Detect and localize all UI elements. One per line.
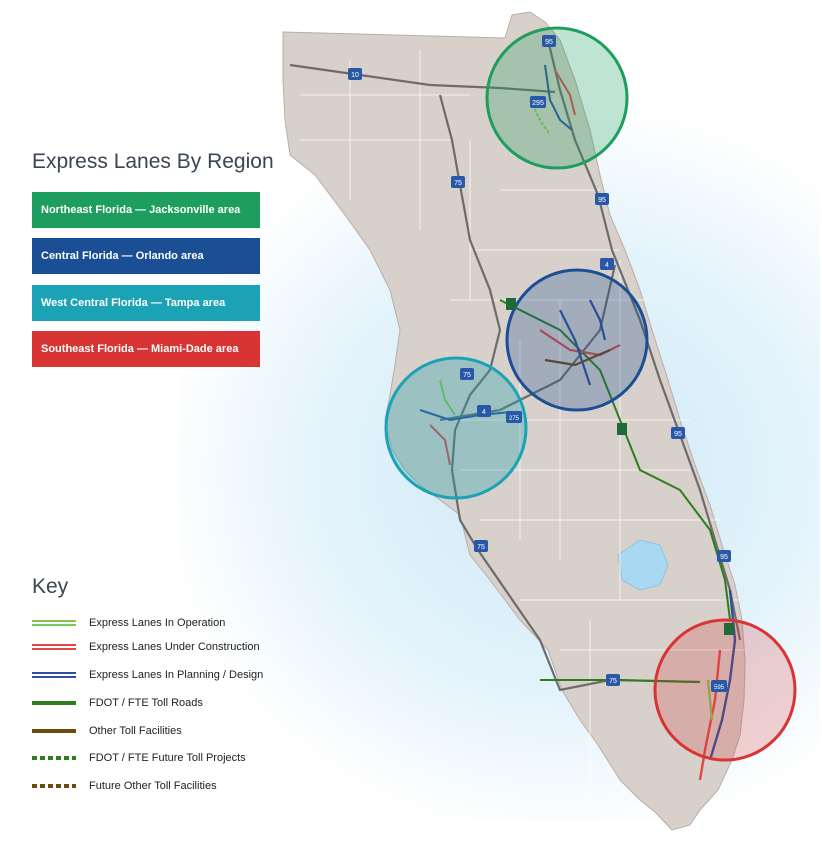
region-circle-orlando[interactable] xyxy=(505,268,649,412)
shield-i4-west: 4 xyxy=(477,405,491,417)
turnpike-marker-south xyxy=(724,623,734,635)
region-button-central[interactable]: Central Florida — Orlando area xyxy=(32,238,260,274)
region-circle-tampa[interactable] xyxy=(384,356,528,500)
key-swatch-construction xyxy=(32,644,76,650)
shield-i295-north: 295 xyxy=(530,96,546,108)
shield-i4-east-label: 4 xyxy=(605,262,609,269)
express-lanes-tampa xyxy=(419,379,511,466)
region-button-northeast-label: Northeast Florida — Jacksonville area xyxy=(41,204,241,216)
key-label-other-future: Future Other Toll Facilities xyxy=(89,780,217,792)
shield-i95-mid-label: 95 xyxy=(598,197,606,204)
shield-i275: 275 xyxy=(506,411,522,423)
shield-i75-south-label: 75 xyxy=(477,544,485,551)
shield-i75-north: 75 xyxy=(451,176,465,188)
shield-i75-central-label: 75 xyxy=(463,372,471,379)
turnpike-marker-north xyxy=(506,298,516,310)
key-swatch-planning xyxy=(32,672,76,678)
key-item-planning: Express Lanes In Planning / Design xyxy=(32,668,263,682)
region-button-west-central-label: West Central Florida — Tampa area xyxy=(41,297,226,309)
key-swatch-other-future xyxy=(32,784,76,788)
shield-i95-south: 95 xyxy=(671,427,685,439)
shield-i595-label: 595 xyxy=(714,685,725,691)
shield-i75-north-label: 75 xyxy=(454,180,462,187)
key-label-fdot-toll: FDOT / FTE Toll Roads xyxy=(89,697,203,709)
shield-i75-central: 75 xyxy=(460,368,474,380)
shield-i275-label: 275 xyxy=(509,416,520,422)
shield-i95-north: 95 xyxy=(542,35,556,47)
key-swatch-fdot-toll xyxy=(32,701,76,705)
region-button-southeast[interactable]: Southeast Florida — Miami-Dade area xyxy=(32,331,260,367)
key-swatch-operation xyxy=(32,620,76,626)
key-item-construction: Express Lanes Under Construction xyxy=(32,640,260,654)
region-button-west-central[interactable]: West Central Florida — Tampa area xyxy=(32,285,260,321)
shield-i4-west-label: 4 xyxy=(482,409,486,416)
shield-i10-label: 10 xyxy=(351,72,359,79)
key-swatch-fdot-future xyxy=(32,756,76,760)
key-label-construction: Express Lanes Under Construction xyxy=(89,641,260,653)
shield-i75-alley: 75 xyxy=(606,674,620,686)
shield-i4-east: 4 xyxy=(600,258,614,270)
shield-i75-south: 75 xyxy=(474,540,488,552)
shield-i595: 595 xyxy=(711,680,727,692)
express-lanes-orlando xyxy=(539,299,621,386)
key-item-fdot-future: FDOT / FTE Future Toll Projects xyxy=(32,751,246,765)
key-label-other-toll: Other Toll Facilities xyxy=(89,725,182,737)
key-item-other-toll: Other Toll Facilities xyxy=(32,724,182,738)
shield-i95-lower: 95 xyxy=(717,550,731,562)
region-button-northeast[interactable]: Northeast Florida — Jacksonville area xyxy=(32,192,260,228)
key-label-planning: Express Lanes In Planning / Design xyxy=(89,669,264,681)
key-item-other-future: Future Other Toll Facilities xyxy=(32,779,217,793)
shield-i95-north-label: 95 xyxy=(545,39,553,46)
key-swatch-other-toll xyxy=(32,729,76,733)
region-button-southeast-label: Southeast Florida — Miami-Dade area xyxy=(41,343,239,355)
region-circle-jacksonville[interactable] xyxy=(485,26,629,170)
lake-okeechobee xyxy=(617,539,669,591)
regions-title: Express Lanes By Region xyxy=(32,150,274,173)
shield-i295-north-label: 295 xyxy=(532,100,544,107)
shield-i75-alley-label: 75 xyxy=(609,678,617,685)
shield-i95-lower-label: 95 xyxy=(720,554,728,561)
key-title: Key xyxy=(32,575,69,598)
turnpike-marker-mid xyxy=(617,423,627,435)
key-item-fdot-toll: FDOT / FTE Toll Roads xyxy=(32,696,203,710)
key-item-operation: Express Lanes In Operation xyxy=(32,616,225,630)
key-label-operation: Express Lanes In Operation xyxy=(89,617,226,629)
key-label-fdot-future: FDOT / FTE Future Toll Projects xyxy=(89,752,246,764)
region-button-central-label: Central Florida — Orlando area xyxy=(41,250,204,262)
shield-i95-mid: 95 xyxy=(595,193,609,205)
shield-i10: 10 xyxy=(348,68,362,80)
shield-i95-south-label: 95 xyxy=(674,431,682,438)
turnpike xyxy=(499,299,731,621)
